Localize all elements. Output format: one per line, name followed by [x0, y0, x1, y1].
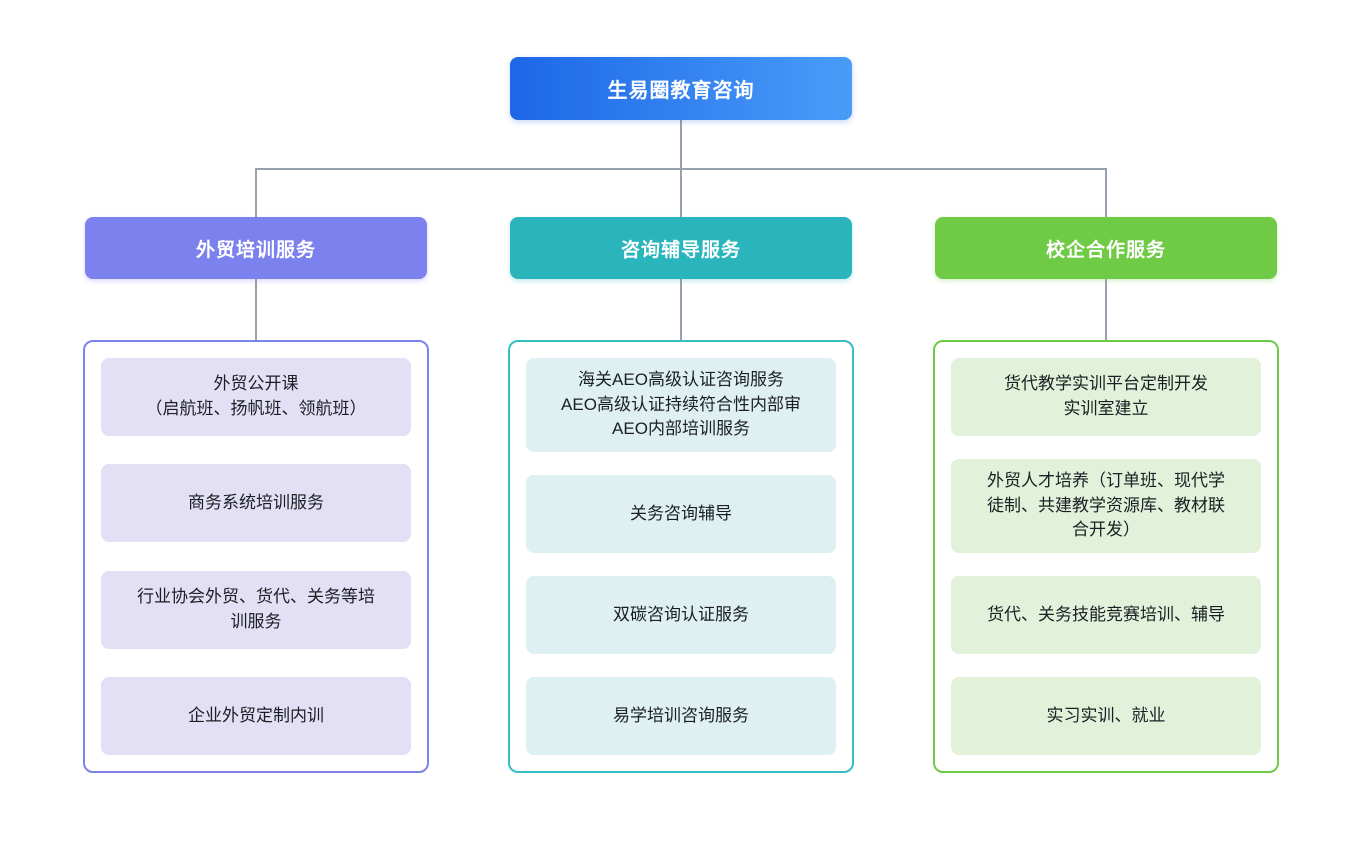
connector-drop-right	[1105, 168, 1107, 217]
leaf-item: 外贸公开课 （启航班、扬帆班、领航班）	[101, 358, 411, 436]
leaf-item: 海关AEO高级认证咨询服务 AEO高级认证持续符合性内部审 AEO内部培训服务	[526, 358, 836, 452]
branch-header-school-enterprise: 校企合作服务	[935, 217, 1277, 279]
connector-drop-left	[255, 168, 257, 217]
leaf-item: 关务咨询辅导	[526, 474, 836, 553]
branch-header-label: 咨询辅导服务	[620, 239, 741, 261]
branch-header-label: 校企合作服务	[1045, 239, 1166, 261]
leaf-item: 双碳咨询认证服务	[526, 575, 836, 654]
branch-container-foreign-trade-training: 外贸公开课 （启航班、扬帆班、领航班） 商务系统培训服务 行业协会外贸、货代、关…	[83, 340, 429, 773]
branch-container-consulting-coaching: 海关AEO高级认证咨询服务 AEO高级认证持续符合性内部审 AEO内部培训服务 …	[508, 340, 854, 773]
branch-header-foreign-trade-training: 外贸培训服务	[85, 217, 427, 279]
leaf-item: 企业外贸定制内训	[101, 676, 411, 755]
leaf-item: 商务系统培训服务	[101, 464, 411, 543]
root-node-label: 生易圈教育咨询	[607, 80, 755, 102]
connector-left-header-container	[255, 279, 257, 340]
connector-root-down	[680, 120, 682, 168]
root-node: 生易圈教育咨询	[510, 57, 852, 120]
branch-container-school-enterprise: 货代教学实训平台定制开发 实训室建立 外贸人才培养（订单班、现代学 徒制、共建教…	[933, 340, 1279, 773]
leaf-item: 货代教学实训平台定制开发 实训室建立	[951, 358, 1261, 436]
leaf-item: 外贸人才培养（订单班、现代学 徒制、共建教学资源库、教材联 合开发）	[951, 459, 1261, 553]
leaf-item: 行业协会外贸、货代、关务等培 训服务	[101, 570, 411, 649]
branch-header-label: 外贸培训服务	[195, 239, 316, 261]
connector-middle-header-container	[680, 279, 682, 340]
leaf-item: 实习实训、就业	[951, 676, 1261, 755]
branch-header-consulting-coaching: 咨询辅导服务	[510, 217, 852, 279]
connector-right-header-container	[1105, 279, 1107, 340]
connector-drop-middle	[680, 168, 682, 217]
leaf-item: 易学培训咨询服务	[526, 676, 836, 755]
leaf-item: 货代、关务技能竞赛培训、辅导	[951, 575, 1261, 654]
